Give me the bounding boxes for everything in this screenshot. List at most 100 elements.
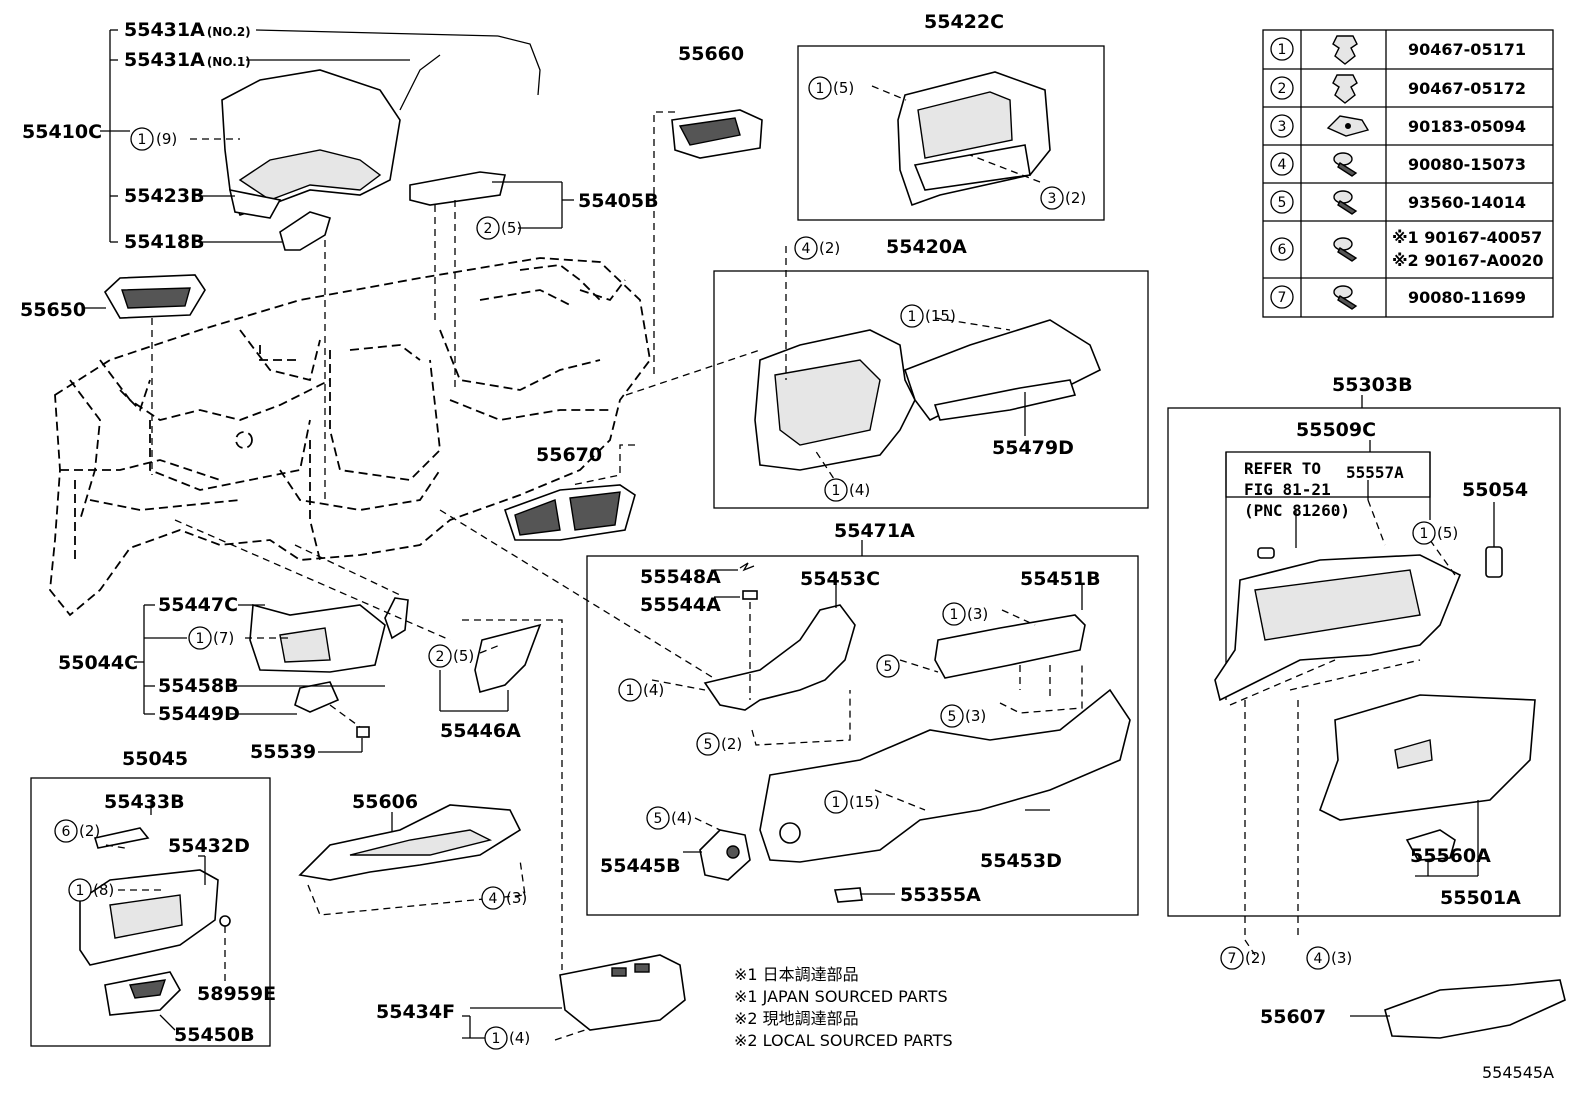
reference-line-3: (PNC 81260) [1244,501,1350,520]
svg-text:1: 1 [626,683,635,699]
svg-text:(3): (3) [506,889,527,907]
figure-code: 554545A [1482,1063,1554,1082]
console-trim-55453C-drawing [703,562,856,711]
label-55479D: 55479D [992,437,1074,459]
label-55451B: 55451B [1020,568,1101,590]
label-55405B: 55405B [578,190,659,212]
fastener-row-4: 4 90080-15073 [1270,152,1526,177]
svg-text:3: 3 [1278,119,1287,135]
panel-55405B-drawing [409,171,506,206]
label-55054: 55054 [1462,479,1528,501]
callout-434: 1(4) [484,1026,530,1050]
svg-text:7: 7 [1228,951,1237,967]
label-55539: 55539 [250,741,316,763]
meter-hood-drawing [221,35,541,251]
svg-text:3: 3 [1048,191,1057,207]
svg-text:1: 1 [76,883,85,899]
svg-text:(15): (15) [849,793,880,811]
svg-text:(4): (4) [509,1029,530,1047]
sourcing-notes: ※1 日本調達部品 ※1 JAPAN SOURCED PARTS ※2 現地調達… [734,965,953,1050]
group-box-55420A [713,270,1149,509]
label-55434F: 55434F [376,1001,455,1023]
svg-text:1: 1 [1278,42,1287,58]
label-55501A: 55501A [1440,887,1521,909]
label-55420A: 55420A [886,236,967,258]
label-55303B: 55303B [1332,374,1413,396]
callout-422b: 3 (2) [1040,186,1086,210]
vent-55660-drawing [671,109,763,159]
callout-422a: 1 (5) [808,76,854,100]
note-1: ※1 日本調達部品 [734,965,859,984]
part-labels: 55431A(NO.2) 55431A(NO.1) 55410C 55423B … [20,11,1554,1082]
svg-text:90183-05094: 90183-05094 [1408,117,1526,136]
svg-text:1: 1 [816,81,825,97]
svg-text:1: 1 [832,795,841,811]
svg-text:4: 4 [1314,951,1323,967]
svg-text:4: 4 [1278,157,1287,173]
note-2: ※1 JAPAN SOURCED PARTS [734,987,948,1006]
svg-text:(2): (2) [819,239,840,257]
label-55471A: 55471A [834,520,915,542]
panel-55451B-drawing [934,614,1086,679]
callout-410: 1(9) [130,127,177,151]
screw-icon [1333,152,1358,177]
svg-text:※2 90167-A0020: ※2 90167-A0020 [1392,251,1543,270]
screw-icon [1333,237,1358,262]
label-55432D: 55432D [168,835,250,857]
svg-text:5: 5 [704,737,713,753]
svg-text:1: 1 [196,631,205,647]
label-55446A: 55446A [440,720,521,742]
label-55453D: 55453D [980,850,1062,872]
label-55045: 55045 [122,748,188,770]
label-55410C: 55410C [22,121,102,143]
fastener-row-5: 5 93560-14014 [1270,190,1526,215]
svg-text:1: 1 [1420,526,1429,542]
callout-451c: 5(3) [940,704,986,728]
panel-55422C-drawing [897,71,1051,207]
callout-509: 1(5) [1412,521,1458,545]
reference-note: REFER TO FIG 81-21 (PNC 81260) [1244,459,1350,520]
svg-text:1: 1 [950,607,959,623]
label-55044C: 55044C [58,652,138,674]
svg-text:5: 5 [884,659,893,675]
label-55548A: 55548A [640,566,721,588]
fastener-table: 1 90467-05171 2 90467-05172 3 90183-0509… [1262,29,1554,318]
label-55450B: 55450B [174,1024,255,1046]
center-cluster-55420A-drawing [754,319,1102,471]
svg-text:5: 5 [1278,195,1287,211]
label-55423B: 55423B [124,185,205,207]
callout-420top: 4(2) [794,236,840,260]
label-55607: 55607 [1260,1006,1326,1028]
lower-panel-55044C-drawing [249,597,409,738]
callout-446: 2(5) [428,644,474,668]
svg-text:(2): (2) [721,735,742,753]
svg-text:(2): (2) [1065,189,1086,207]
label-55560A: 55560A [1410,845,1491,867]
callout-432: 1 (8) [68,878,114,902]
glove-box-55303B-drawing [1214,546,1536,861]
callout-405: 2(5) [476,216,522,240]
svg-text:(5): (5) [833,79,854,97]
svg-text:(8): (8) [93,881,114,899]
fastener-row-2: 2 90467-05172 [1270,74,1526,104]
svg-text:(4): (4) [849,481,870,499]
note-4: ※2 LOCAL SOURCED PARTS [734,1031,953,1050]
callouts: 1(9) 2(5) 1(5) 3(2) 4(2) 1(15) 1(4) 1(5)… [54,76,1458,1050]
label-55509C: 55509C [1296,419,1376,441]
fastener-row-6: 6 ※1 90167-40057 ※2 90167-A0020 [1270,228,1543,270]
label-55445B: 55445B [600,855,681,877]
label-55650: 55650 [20,299,86,321]
reference-line-1: REFER TO [1244,459,1321,478]
label-55433B: 55433B [104,791,185,813]
fastener-row-7: 7 90080-11699 [1270,285,1526,310]
group-box-55422C [797,45,1105,221]
svg-text:(5): (5) [501,219,522,237]
label-55453C: 55453C [800,568,880,590]
fastener-row-1: 1 90467-05171 [1270,35,1526,65]
label-55660: 55660 [678,43,744,65]
label-55431A-no1: 55431A(NO.1) [124,49,251,71]
clip-icon [1332,74,1358,104]
instrument-panel-drawing [49,257,651,617]
svg-text:(4): (4) [671,809,692,827]
lower-trim-55453D-drawing [759,688,1131,903]
